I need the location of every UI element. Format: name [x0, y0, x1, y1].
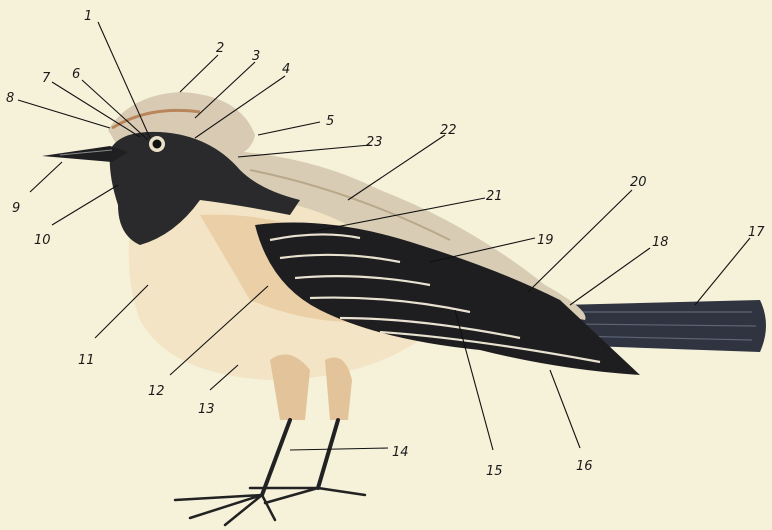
- part-label-12: 12: [148, 384, 165, 399]
- part-label-7: 7: [42, 71, 51, 86]
- part-label-1: 1: [84, 9, 92, 24]
- part-label-9: 9: [12, 201, 20, 216]
- part-label-20: 20: [630, 175, 647, 190]
- part-label-23: 23: [366, 135, 383, 150]
- part-label-22: 22: [440, 123, 457, 138]
- part-label-21: 21: [486, 189, 503, 204]
- part-label-6: 6: [72, 67, 80, 82]
- part-label-2: 2: [216, 41, 224, 56]
- part-label-15: 15: [486, 464, 503, 479]
- part-label-5: 5: [326, 114, 334, 129]
- part-label-3: 3: [252, 49, 260, 64]
- part-label-4: 4: [282, 62, 290, 77]
- part-label-19: 19: [537, 233, 554, 248]
- part-label-16: 16: [576, 459, 593, 474]
- part-label-17: 17: [748, 225, 765, 240]
- part-label-13: 13: [198, 402, 215, 417]
- part-label-11: 11: [78, 353, 95, 368]
- part-label-8: 8: [6, 91, 14, 106]
- part-label-10: 10: [34, 233, 51, 248]
- part-label-14: 14: [392, 445, 409, 460]
- part-label-18: 18: [652, 235, 669, 250]
